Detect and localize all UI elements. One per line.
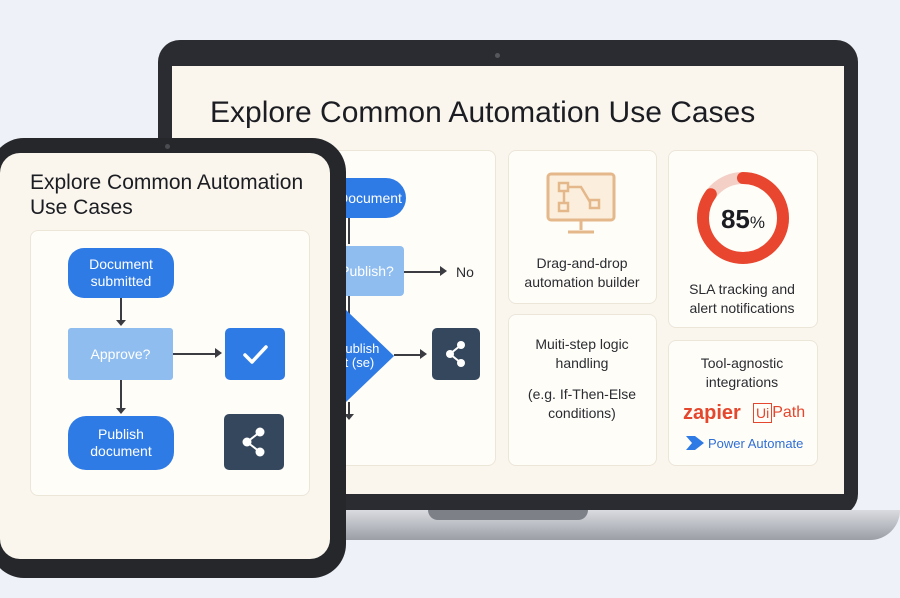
flow-diamond-label: Publish it (se)	[335, 342, 381, 370]
sla-percent-sign: %	[749, 213, 766, 232]
laptop-camera	[495, 53, 500, 58]
flow-connector	[120, 380, 122, 410]
tablet-camera	[165, 144, 170, 149]
sla-label: SLA tracking and alert notifications	[689, 281, 795, 316]
sla-percent-value: 85	[720, 204, 750, 234]
approve-check-button[interactable]	[225, 328, 285, 380]
tablet-share-button[interactable]	[224, 414, 284, 470]
power-automate-icon	[686, 436, 704, 450]
arrowhead-icon	[215, 348, 222, 358]
arrowhead-icon	[420, 349, 427, 359]
flow-diamond-label-line1: Publish	[336, 341, 380, 356]
tablet-node-document-submitted[interactable]: Document submitted	[68, 248, 174, 298]
flowchart-monitor-icon	[546, 172, 616, 234]
flow-node-publish-decision-label: Publish?	[340, 262, 394, 279]
sla-percent: 85%	[695, 204, 791, 235]
logic-card[interactable]	[508, 314, 657, 466]
logic-label: Muiti-step logic handling	[535, 336, 629, 371]
flow-connector	[348, 402, 350, 416]
tablet-page-title: Explore Common Automation Use Cases	[30, 171, 304, 219]
arrowhead-icon	[440, 266, 447, 276]
builder-label: Drag-and-drop automation builder	[524, 255, 640, 290]
zapier-logo: zapier	[683, 402, 741, 424]
arrowhead-icon	[344, 414, 354, 420]
tablet-node-approve-label: Approve?	[90, 345, 151, 362]
flow-connector	[348, 296, 350, 318]
tablet-node-document-submitted-label: Document submitted	[89, 256, 153, 289]
tablet-node-publish-document[interactable]: Publish document	[68, 416, 174, 470]
sla-progress-ring	[697, 172, 789, 264]
tools-label: Tool-agnostic integrations	[700, 355, 784, 390]
laptop-page-title: Explore Common Automation Use Cases	[210, 96, 756, 129]
checkmark-icon	[243, 345, 268, 364]
flow-connector	[120, 298, 122, 322]
logic-example: (e.g. If-Then-Else conditions)	[527, 386, 637, 421]
tablet-node-approve[interactable]: Approve?	[68, 328, 173, 380]
flow-no-arrow	[404, 271, 444, 273]
flow-share-arrow	[394, 354, 424, 356]
flow-diamond-label-line2: it (se)	[341, 355, 375, 370]
uipath-logo-path: Path	[772, 404, 806, 421]
uipath-logo-ui: Ui	[753, 403, 773, 423]
flow-connector	[348, 218, 350, 244]
laptop-notch	[428, 510, 588, 520]
arrowhead-icon	[116, 408, 126, 414]
share-icon	[242, 427, 265, 457]
share-icon	[446, 341, 465, 367]
tablet-node-publish-document-label: Publish document	[90, 426, 152, 459]
flow-no-label: No	[456, 264, 474, 280]
arrowhead-icon	[116, 320, 126, 326]
power-automate-logo: Power Automate	[708, 436, 804, 451]
flow-approve-arrow	[173, 353, 219, 355]
share-button[interactable]	[432, 328, 480, 380]
flow-node-document-label: Document	[338, 189, 402, 206]
